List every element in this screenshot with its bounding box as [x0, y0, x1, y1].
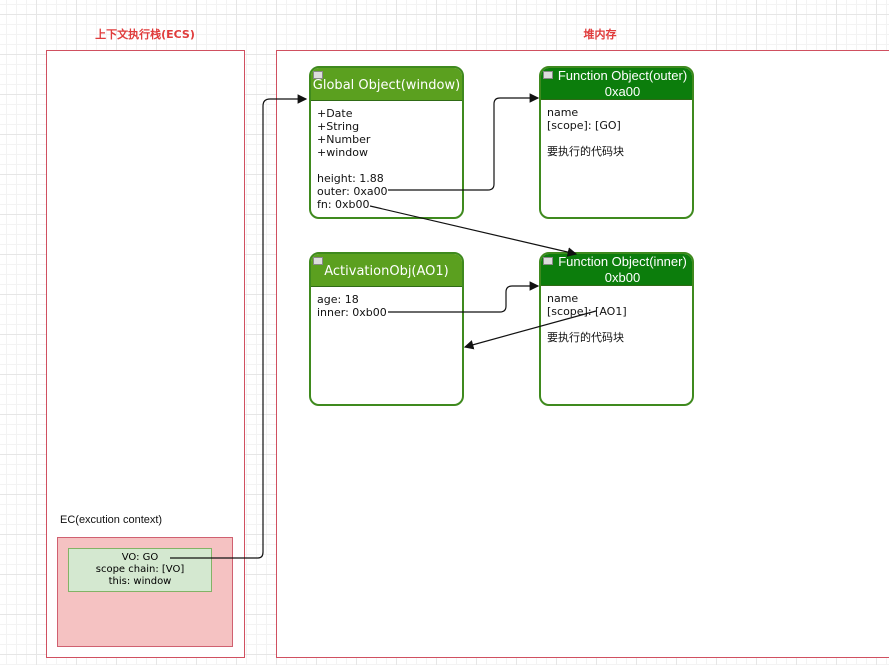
field-line: [317, 159, 456, 172]
field-line: +Date: [317, 107, 353, 120]
collapse-icon[interactable]: [543, 257, 553, 265]
inner-header: Function Object(inner)0xb00: [541, 254, 692, 286]
field-line: outer: 0xa00: [317, 185, 388, 198]
field-line: +Number: [317, 133, 371, 146]
field-line: inner: 0xb00: [317, 306, 387, 319]
field-line: [547, 318, 686, 331]
vo-line: VO: GO: [121, 552, 159, 563]
field-line: +window: [317, 146, 368, 159]
heap-title: 堆内存: [583, 28, 617, 41]
field-line: 要执行的代码块: [547, 331, 624, 344]
global-object-title: Global Object(window): [312, 78, 461, 93]
field-line: [547, 132, 686, 145]
outer-address: 0xa00: [604, 84, 641, 99]
field-line: 要执行的代码块: [547, 145, 624, 158]
inner-title: Function Object(inner): [558, 254, 687, 269]
collapse-icon[interactable]: [313, 257, 323, 265]
function-object-outer[interactable]: Function Object(outer)0xa00 name[scope]:…: [539, 66, 694, 219]
outer-title: Function Object(outer): [557, 68, 688, 83]
stack-title: 上下文执行栈(ECS): [95, 28, 195, 41]
inner-address: 0xb00: [604, 270, 641, 285]
field-line: [scope]: [GO]: [547, 119, 621, 132]
field-line: name: [547, 292, 579, 305]
field-line: name: [547, 106, 579, 119]
collapse-icon[interactable]: [543, 71, 553, 79]
outer-header: Function Object(outer)0xa00: [541, 68, 692, 100]
ec-label: EC(excution context): [60, 514, 163, 526]
ao-title: ActivationObj(AO1): [324, 264, 449, 279]
global-object-header: Global Object(window): [311, 68, 462, 101]
variable-object-box[interactable]: VO: GO scope chain: [VO] this: window: [68, 548, 212, 592]
field-line: +String: [317, 120, 360, 133]
field-line: [scope]: [AO1]: [547, 305, 627, 318]
outer-body: name[scope]: [GO] 要执行的代码块: [541, 100, 692, 164]
field-line: height: 1.88: [317, 172, 384, 185]
inner-body: name[scope]: [AO1] 要执行的代码块: [541, 286, 692, 350]
field-line: fn: 0xb00: [317, 198, 370, 211]
field-line: age: 18: [317, 293, 359, 306]
vo-line: this: window: [108, 576, 172, 587]
ao-header: ActivationObj(AO1): [311, 254, 462, 287]
global-object[interactable]: Global Object(window) +Date+String+Numbe…: [309, 66, 464, 219]
function-object-inner[interactable]: Function Object(inner)0xb00 name[scope]:…: [539, 252, 694, 406]
collapse-icon[interactable]: [313, 71, 323, 79]
vo-line: scope chain: [VO]: [95, 564, 185, 575]
